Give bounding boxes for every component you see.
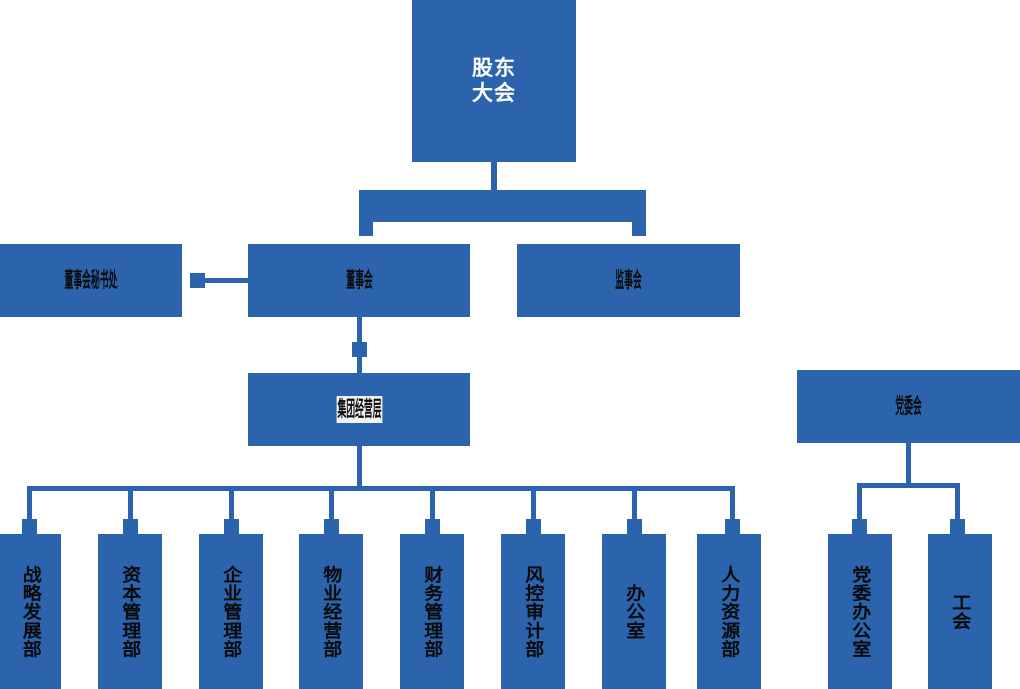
node-board-secretariat-label: 董事会秘书处 bbox=[64, 268, 118, 293]
node-department-risk-audit-label: 风控审计部 bbox=[522, 565, 545, 658]
connector-nub-board-of-supervisors bbox=[632, 222, 646, 236]
node-board-of-directors-label: 董事会 bbox=[345, 268, 373, 293]
node-board-of-directors[interactable]: 董事会 bbox=[248, 244, 470, 317]
connector-nub-dept-4 bbox=[324, 519, 339, 534]
node-department-enterprise[interactable]: 企业管理部 bbox=[199, 534, 263, 689]
connector-board-to-management bbox=[357, 317, 362, 342]
connector-nub-dept-1 bbox=[22, 519, 37, 534]
node-group-management[interactable]: 集团经营层 bbox=[248, 373, 470, 446]
node-shareholders-meeting-label: 股东 大会 bbox=[472, 56, 516, 105]
connector-drop-party-1 bbox=[857, 483, 862, 519]
node-department-enterprise-label: 企业管理部 bbox=[220, 565, 243, 658]
connector-nub-dept-7 bbox=[627, 519, 642, 534]
node-board-of-supervisors[interactable]: 监事会 bbox=[517, 244, 740, 317]
node-department-office[interactable]: 办公室 bbox=[602, 534, 666, 689]
connector-nub-board-of-directors bbox=[359, 222, 373, 236]
connector-drop-dept-3 bbox=[229, 486, 234, 519]
connector-bus-party-departments bbox=[857, 483, 960, 488]
connector-bus-departments bbox=[27, 486, 734, 491]
node-board-of-supervisors-label: 监事会 bbox=[615, 268, 642, 293]
connector-bus-level2 bbox=[359, 190, 646, 222]
connector-management-stem bbox=[357, 357, 362, 373]
connector-stem-shareholders bbox=[491, 162, 497, 190]
node-department-human-resources[interactable]: 人力资源部 bbox=[697, 534, 761, 689]
node-department-office-label: 办公室 bbox=[623, 583, 646, 640]
connector-drop-dept-4 bbox=[329, 486, 334, 519]
node-department-labor-union-label: 工会 bbox=[949, 592, 972, 631]
node-party-committee-label: 党委会 bbox=[895, 394, 922, 419]
node-department-finance-label: 财务管理部 bbox=[421, 565, 444, 658]
node-board-secretariat[interactable]: 董事会秘书处 bbox=[0, 244, 182, 317]
connector-drop-dept-5 bbox=[430, 486, 435, 519]
node-department-finance[interactable]: 财务管理部 bbox=[400, 534, 464, 689]
node-group-management-label: 集团经营层 bbox=[336, 396, 382, 423]
connector-drop-dept-7 bbox=[632, 486, 637, 519]
connector-nub-party-2 bbox=[950, 519, 965, 534]
connector-drop-party-2 bbox=[955, 483, 960, 519]
connector-nub-party-1 bbox=[852, 519, 867, 534]
connector-management-drop bbox=[357, 446, 362, 486]
node-department-property[interactable]: 物业经营部 bbox=[299, 534, 363, 689]
connector-drop-dept-8 bbox=[730, 486, 735, 519]
connector-nub-dept-2 bbox=[123, 519, 138, 534]
node-department-strategy[interactable]: 战略发展部 bbox=[0, 534, 61, 689]
node-department-labor-union[interactable]: 工会 bbox=[928, 534, 992, 689]
node-department-capital-label: 资本管理部 bbox=[119, 565, 142, 658]
node-department-property-label: 物业经营部 bbox=[320, 565, 343, 658]
connector-drop-dept-2 bbox=[128, 486, 133, 519]
node-department-risk-audit[interactable]: 风控审计部 bbox=[501, 534, 565, 689]
node-department-party-office[interactable]: 党委办公室 bbox=[828, 534, 892, 689]
connector-nub-group-management bbox=[352, 342, 367, 357]
connector-nub-dept-8 bbox=[725, 519, 740, 534]
connector-nub-dept-3 bbox=[224, 519, 239, 534]
node-shareholders-meeting[interactable]: 股东 大会 bbox=[412, 0, 576, 162]
connector-nub-board-secretariat bbox=[190, 273, 205, 288]
connector-nub-dept-6 bbox=[526, 519, 541, 534]
connector-secretariat-to-board bbox=[205, 278, 250, 283]
node-party-committee[interactable]: 党委会 bbox=[797, 370, 1020, 443]
connector-drop-dept-1 bbox=[27, 486, 32, 519]
connector-drop-dept-6 bbox=[531, 486, 536, 519]
node-department-capital[interactable]: 资本管理部 bbox=[98, 534, 162, 689]
node-department-party-office-label: 党委办公室 bbox=[849, 565, 872, 658]
node-department-strategy-label: 战略发展部 bbox=[19, 565, 42, 658]
node-department-human-resources-label: 人力资源部 bbox=[718, 565, 741, 658]
connector-nub-dept-5 bbox=[425, 519, 440, 534]
connector-party-drop bbox=[906, 443, 911, 486]
